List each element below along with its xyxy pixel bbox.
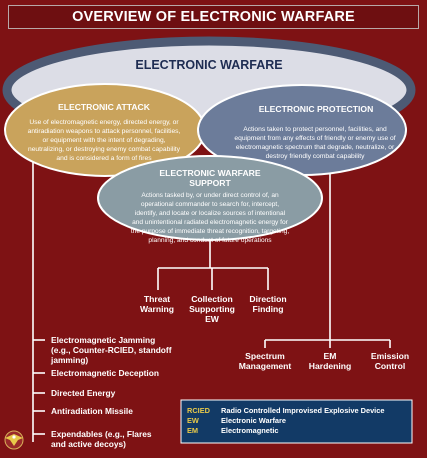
protection-item-spectrum-management-line: Management: [239, 361, 292, 371]
protection-desc-line: equipment from any effects of friendly o…: [234, 135, 395, 142]
protection-item-emission-control-line: Emission: [371, 351, 409, 361]
protection-item-emission-control-line: Control: [375, 361, 406, 371]
legend-abbr: EM: [187, 426, 198, 435]
support-desc-line: identify, and locate or localize sources…: [135, 210, 286, 217]
attack-desc-line: and is considered a form of fires: [56, 155, 152, 162]
protection-item-em-hardening-line: EM: [324, 351, 337, 361]
attack-items: Electromagnetic Jamming (e.g., Counter-R…: [50, 335, 172, 449]
legend-meaning: Radio Controlled Improvised Explosive De…: [221, 406, 384, 415]
support-desc-line: Actions tasked by, or under direct contr…: [141, 192, 279, 199]
protection-title: ELECTRONIC PROTECTION: [259, 104, 374, 114]
attack-item-jamming-line: Electromagnetic Jamming: [51, 335, 155, 345]
attack-item-jamming-line: (e.g., Counter-RCIED, standoff: [51, 345, 172, 355]
protection-items: Spectrum Management EM Hardening Emissio…: [239, 351, 409, 371]
protection-desc-line: Actions taken to protect personnel, faci…: [243, 126, 387, 133]
connectors: [32, 150, 391, 442]
protection-item-em-hardening-line: Hardening: [309, 361, 352, 371]
support-desc-line: the purpose of immediate threat recognit…: [131, 228, 290, 235]
support-item-collection-line: Collection: [191, 294, 233, 304]
support-item-direction-finding-line: Finding: [252, 304, 283, 314]
legend: RCIED Radio Controlled Improvised Explos…: [187, 406, 384, 435]
support-title-line: ELECTRONIC WARFARE: [159, 168, 260, 178]
support-item-collection-line: EW: [205, 314, 220, 324]
support-item-threat-warning-line: Threat: [144, 294, 170, 304]
protection-desc-line: electromagnetic spectrum that degrade, n…: [236, 144, 395, 151]
eagle-emblem-icon: [4, 430, 24, 450]
attack-item-expendables-line: and active decoys): [51, 439, 126, 449]
legend-meaning: Electromagnetic: [221, 426, 279, 435]
support-item-collection-line: Supporting: [189, 304, 235, 314]
attack-desc-line: antiradiation weapons to attack personne…: [28, 128, 181, 135]
attack-item-antiradiation-missile: Antiradiation Missile: [51, 406, 133, 416]
attack-item-directed-energy: Directed Energy: [51, 388, 116, 398]
attack-item-jamming-line: jamming): [50, 355, 88, 365]
support-desc-line: and unintentional radiated electromagnet…: [132, 219, 289, 226]
attack-desc-line: or equipment with the intent of degradin…: [42, 137, 165, 144]
legend-box: [180, 399, 413, 444]
protection-desc-line: destroy friendly combat capability: [266, 153, 366, 160]
page-title: OVERVIEW OF ELECTRONIC WARFARE: [8, 5, 419, 29]
support-desc-line: operational commander to search for, int…: [141, 201, 279, 208]
attack-desc-line: neutralizing, or destroying enemy combat…: [28, 146, 181, 153]
attack-item-deception: Electromagnetic Deception: [51, 368, 159, 378]
support-item-threat-warning-line: Warning: [140, 304, 174, 314]
ew-header: ELECTRONIC WARFARE: [135, 58, 282, 72]
support-desc-line: planning, and conduct of future operatio…: [148, 237, 272, 244]
attack-item-expendables-line: Expendables (e.g., Flares: [51, 429, 152, 439]
legend-abbr: EW: [187, 416, 199, 425]
support-title-line: SUPPORT: [189, 178, 231, 188]
protection-item-spectrum-management-line: Spectrum: [245, 351, 285, 361]
support-items: Threat Warning Collection Supporting EW …: [140, 294, 287, 324]
legend-meaning: Electronic Warfare: [221, 416, 286, 425]
support-item-direction-finding-line: Direction: [249, 294, 286, 304]
support-ellipse: [97, 155, 323, 241]
attack-desc-line: Use of electromagnetic energy, directed …: [29, 119, 179, 126]
attack-title: ELECTRONIC ATTACK: [58, 102, 151, 112]
legend-abbr: RCIED: [187, 406, 211, 415]
